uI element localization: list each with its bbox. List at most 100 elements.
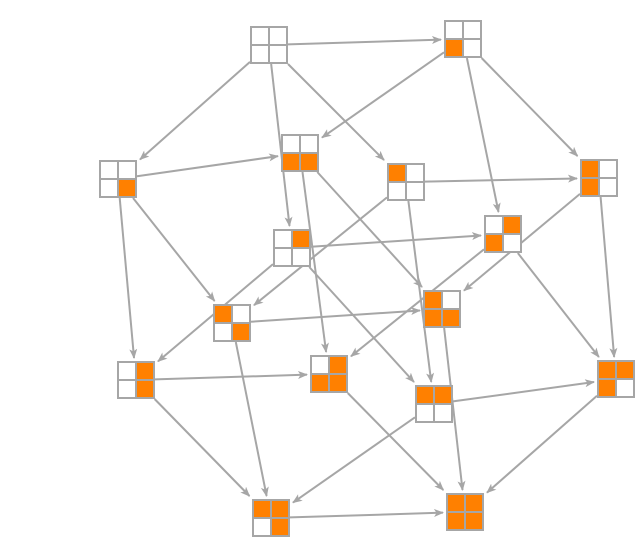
edge-n4-to-n8	[253, 196, 388, 306]
top-left-cell-empty	[444, 20, 464, 40]
edge-n13-to-n15	[486, 394, 598, 494]
nodes	[99, 20, 635, 537]
grid-node-n5	[580, 159, 618, 197]
bottom-right-cell-empty	[405, 181, 425, 201]
top-left-cell-empty	[310, 355, 330, 375]
bottom-right-cell-filled	[328, 373, 348, 393]
bottom-left-cell-filled	[597, 378, 617, 398]
top-right-cell-filled	[433, 385, 453, 405]
edge-n6-to-n12	[308, 266, 415, 383]
bottom-left-cell-filled	[580, 177, 600, 197]
top-right-cell-empty	[405, 163, 425, 183]
edge-n6-to-n7	[310, 232, 482, 248]
edge-n12-to-n13	[452, 379, 595, 403]
top-right-cell-empty	[231, 304, 251, 324]
bottom-right-cell-filled	[464, 511, 484, 531]
grid-node-n15	[446, 493, 484, 531]
bottom-left-cell-filled	[446, 511, 466, 531]
edge-n8-to-n14	[234, 341, 269, 497]
top-left-cell-filled	[415, 385, 435, 405]
bottom-right-cell-filled	[441, 308, 461, 328]
top-left-cell-empty	[281, 134, 301, 154]
top-left-cell-filled	[387, 163, 407, 183]
top-right-cell-filled	[270, 499, 290, 519]
edge-n12-to-n14	[292, 416, 416, 504]
edge-n8-to-n9	[250, 307, 421, 323]
top-right-cell-empty	[462, 20, 482, 40]
top-left-cell-filled	[423, 290, 443, 310]
bottom-right-cell-empty	[598, 177, 618, 197]
grid-node-n12	[415, 385, 453, 423]
grid-node-n7	[484, 215, 522, 253]
edge-n2-to-n10	[118, 197, 138, 359]
edge-n7-to-n13	[517, 252, 600, 358]
top-right-cell-filled	[502, 215, 522, 235]
top-right-cell-empty	[598, 159, 618, 179]
edge-n3-to-n11	[301, 171, 329, 353]
edge-n2-to-n3	[136, 153, 279, 178]
edge-n4-to-n12	[407, 200, 435, 383]
top-left-cell-empty	[484, 215, 504, 235]
edge-n2-to-n8	[132, 197, 216, 302]
top-right-cell-empty	[268, 26, 288, 46]
top-left-cell-filled	[580, 159, 600, 179]
top-right-cell-filled	[291, 229, 311, 249]
grid-node-n0	[250, 26, 288, 64]
edge-n1-to-n3	[321, 51, 445, 139]
top-right-cell-empty	[441, 290, 461, 310]
bottom-left-cell-empty	[415, 403, 435, 423]
grid-node-n10	[117, 361, 155, 399]
bottom-left-cell-empty	[387, 181, 407, 201]
top-left-cell-empty	[273, 229, 293, 249]
bottom-left-cell-empty	[213, 322, 233, 342]
edge-n0-to-n1	[287, 35, 442, 46]
bottom-right-cell-empty	[433, 403, 453, 423]
edge-n1-to-n7	[465, 57, 501, 213]
top-right-cell-empty	[299, 134, 319, 154]
top-left-cell-filled	[213, 304, 233, 324]
grid-node-n9	[423, 290, 461, 328]
edge-n11-to-n15	[347, 392, 445, 491]
bottom-right-cell-empty	[502, 233, 522, 253]
grid-node-n2	[99, 160, 137, 198]
grid-node-n14	[252, 499, 290, 537]
top-left-cell-empty	[250, 26, 270, 46]
bottom-left-cell-filled	[310, 373, 330, 393]
edge-n4-to-n5	[424, 174, 578, 183]
bottom-left-cell-empty	[250, 44, 270, 64]
top-right-cell-filled	[328, 355, 348, 375]
grid-node-n1	[444, 20, 482, 58]
bottom-left-cell-filled	[423, 308, 443, 328]
bottom-right-cell-empty	[462, 38, 482, 58]
top-left-cell-empty	[99, 160, 119, 180]
bottom-right-cell-empty	[291, 247, 311, 267]
bottom-right-cell-filled	[299, 152, 319, 172]
edges	[118, 35, 618, 519]
grid-node-n11	[310, 355, 348, 393]
bottom-left-cell-filled	[444, 38, 464, 58]
edge-n9-to-n15	[443, 327, 466, 491]
bottom-left-cell-empty	[117, 379, 137, 399]
edge-n1-to-n5	[480, 57, 579, 157]
bottom-left-cell-empty	[273, 247, 293, 267]
bottom-right-cell-filled	[231, 322, 251, 342]
edge-n5-to-n13	[599, 196, 618, 358]
top-left-cell-filled	[597, 360, 617, 380]
edge-n0-to-n6	[270, 63, 293, 227]
bottom-left-cell-empty	[252, 517, 272, 537]
edge-n10-to-n11	[154, 370, 308, 381]
grid-node-n3	[281, 134, 319, 172]
top-right-cell-filled	[615, 360, 635, 380]
bottom-right-cell-filled	[135, 379, 155, 399]
top-right-cell-filled	[464, 493, 484, 513]
edge-n10-to-n14	[153, 398, 251, 497]
edge-n7-to-n11	[350, 248, 485, 358]
grid-node-n6	[273, 229, 311, 267]
edge-n14-to-n15	[289, 508, 444, 519]
bottom-right-cell-empty	[615, 378, 635, 398]
top-right-cell-empty	[117, 160, 137, 180]
top-left-cell-filled	[252, 499, 272, 519]
edge-n0-to-n2	[139, 61, 251, 161]
bottom-left-cell-filled	[484, 233, 504, 253]
